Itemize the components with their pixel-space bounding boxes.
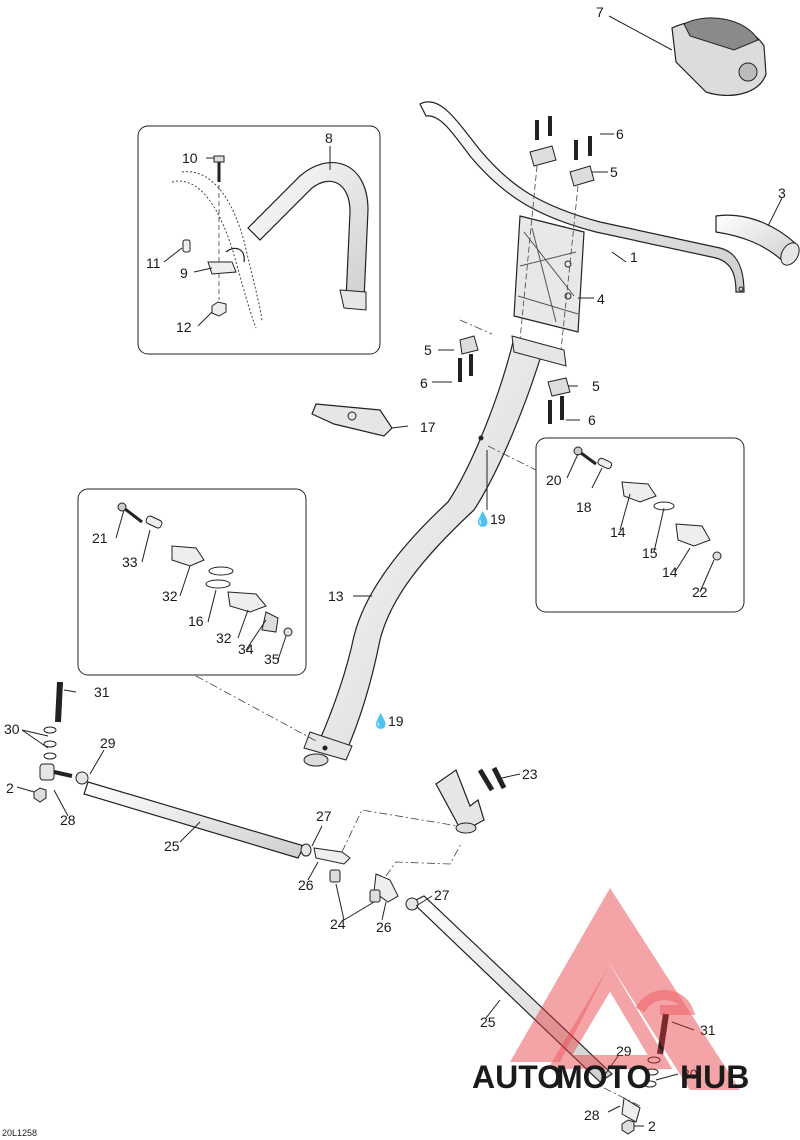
callout-35: 35 (264, 651, 280, 667)
callout-30-left: 30 (4, 721, 20, 737)
callout-7: 7 (596, 4, 604, 20)
watermark-auto: AUTO (472, 1059, 562, 1095)
callout-14-upper: 14 (610, 524, 626, 540)
callout-6-top: 6 (616, 126, 624, 142)
callout-21: 21 (92, 530, 108, 546)
callout-15: 15 (642, 545, 658, 561)
callout-2-right: 2 (648, 1118, 656, 1134)
callout-26-left: 26 (298, 877, 314, 893)
oil-drop-icon: 💧 (372, 713, 389, 730)
callout-33: 33 (122, 554, 138, 570)
callout-19-lower: 19 (388, 713, 404, 729)
callout-27-left: 27 (316, 808, 332, 824)
callout-28-right: 28 (584, 1107, 600, 1123)
watermark-hub: HUB (680, 1059, 749, 1095)
tie-rod-ends (33, 763, 641, 1135)
handlebar-pad (671, 17, 767, 96)
callout-30-right: 30 (682, 1066, 698, 1082)
connector-lines (195, 319, 641, 1107)
callout-20: 20 (546, 472, 562, 488)
callout-27-right: 27 (434, 887, 450, 903)
oil-drop-icon: 💧 (474, 511, 491, 528)
handlebar-riser (513, 215, 585, 333)
drawing-code: 20L1258 (2, 1128, 37, 1138)
callout-3: 3 (778, 185, 786, 201)
detail-box-right-steering-joint (535, 437, 745, 613)
watermark-text: AUTO MOTO HUB (472, 1059, 749, 1095)
callout-4: 4 (597, 291, 605, 307)
oil-marker-upper: 💧 19 (474, 511, 506, 528)
callout-9: 9 (180, 265, 188, 281)
steering-column (303, 335, 567, 767)
callout-8: 8 (325, 130, 333, 146)
callout-23: 23 (522, 766, 538, 782)
upper-clamps-and-bolts (519, 116, 595, 361)
callout-28-left: 28 (60, 812, 76, 828)
callout-6-mid-left: 6 (420, 375, 428, 391)
callout-17: 17 (420, 419, 436, 435)
handlebar-grip (715, 214, 800, 266)
callout-34: 34 (238, 641, 254, 657)
callout-11: 11 (146, 255, 161, 271)
oil-marker-lower: 💧 19 (372, 713, 404, 730)
callout-31-right: 31 (700, 1022, 716, 1038)
mounting-plate (311, 403, 393, 437)
callout-2-left: 2 (6, 780, 14, 796)
callout-25-right: 25 (480, 1014, 496, 1030)
automotohub-watermark (510, 888, 740, 1090)
callout-1: 1 (630, 249, 638, 265)
callout-25-left: 25 (164, 838, 180, 854)
callout-labels: 1 2 2 3 4 5 5 5 6 6 6 7 8 9 10 11 12 13 … (2, 4, 786, 1138)
callout-18: 18 (576, 499, 592, 515)
callout-26-right: 26 (376, 919, 392, 935)
lower-clamps-and-bolts (458, 335, 571, 424)
callout-32-upper: 32 (162, 588, 178, 604)
callout-14-lower: 14 (662, 564, 678, 580)
callout-31-left: 31 (94, 684, 110, 700)
callout-13: 13 (328, 588, 344, 604)
callout-24: 24 (330, 916, 346, 932)
tie-rod-left (75, 771, 312, 859)
callout-12: 12 (176, 319, 192, 335)
callout-10: 10 (182, 150, 198, 166)
pitman-arm-bracket (435, 766, 507, 834)
callout-32-lower: 32 (216, 630, 232, 646)
callout-5-top: 5 (610, 164, 618, 180)
tie-rod-right (405, 895, 613, 1083)
callout-22: 22 (692, 584, 708, 600)
watermark-moto: MOTO (556, 1059, 651, 1095)
detail-box-handlebar-guard (137, 125, 381, 355)
callout-19-upper: 19 (490, 511, 506, 527)
callout-29-left: 29 (100, 735, 116, 751)
detail-box-left-steering-joint (77, 488, 307, 676)
washers-and-bolts (43, 681, 669, 1088)
callout-16: 16 (188, 613, 204, 629)
callout-6-mid-right: 6 (588, 412, 596, 428)
handlebar (419, 101, 745, 293)
leader-lines (16, 15, 783, 1127)
callout-29-right: 29 (616, 1043, 632, 1059)
callout-5-mid-left: 5 (424, 342, 432, 358)
callout-5-mid-right: 5 (592, 378, 600, 394)
